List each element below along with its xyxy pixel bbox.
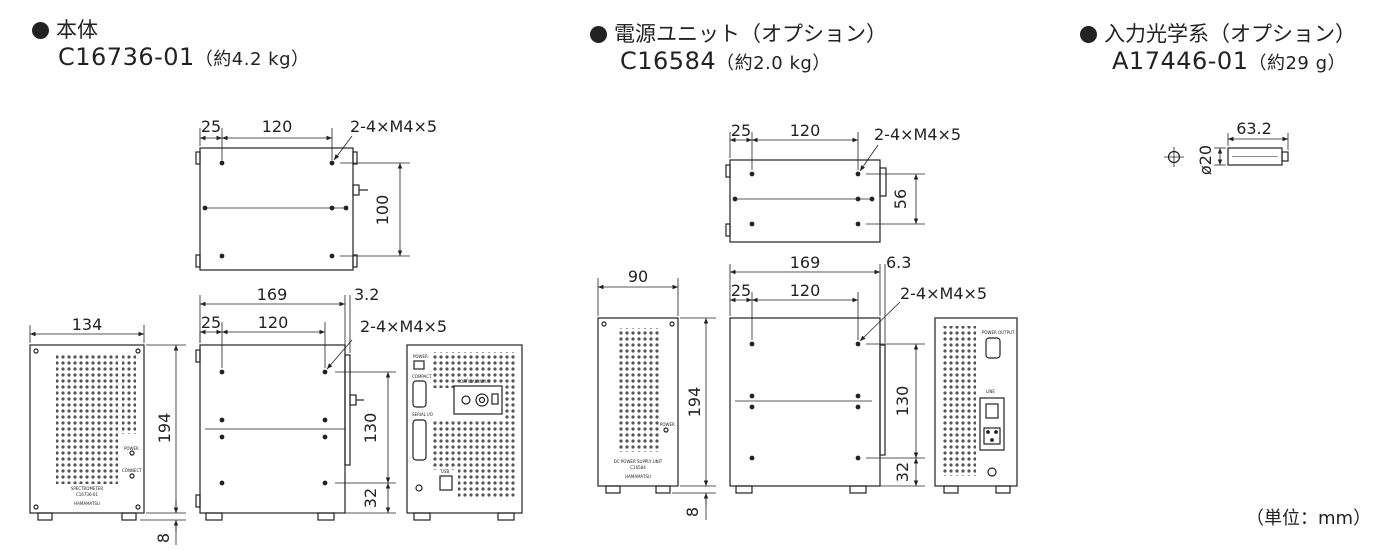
- dim-main-top-screw: 2-4×M4×5: [350, 117, 437, 136]
- label-main-rear-power: POWER: [413, 354, 428, 359]
- header-optics-unit: 入力光学系（オプション） A17446-01（約29 g）: [1080, 22, 1356, 76]
- label-main-power: POWER: [124, 446, 139, 451]
- dim-main-side-screw: 2-4×M4×5: [360, 317, 447, 336]
- dim-main-side-25: 25: [201, 313, 221, 332]
- dim-pwr-front-8: 8: [683, 507, 702, 517]
- dim-pwr-front-90: 90: [628, 267, 648, 286]
- dim-pwr-side-25: 25: [731, 281, 751, 300]
- dim-main-top-25: 25: [201, 117, 221, 136]
- dim-main-side-32: 32: [361, 488, 380, 508]
- label-main-rear-usb: USB: [441, 469, 449, 474]
- dim-main-front-194: 194: [155, 413, 174, 444]
- dim-main-side-169: 169: [257, 285, 288, 304]
- bullet-icon: [1080, 26, 1097, 43]
- dim-main-front-134: 134: [72, 315, 103, 334]
- dim-opt-dia: ø20: [1196, 145, 1215, 175]
- heading-main: 本体: [56, 18, 98, 42]
- main-top-view: [195, 128, 410, 271]
- header-power-unit: 電源ユニット（オプション） C16584（約2.0 kg）: [590, 22, 887, 76]
- header-main-unit: 本体 C16736-01（約4.2 kg）: [32, 18, 310, 72]
- label-main-rear-serial: SERIAL I/O: [412, 412, 433, 417]
- label-pwr-rear-line: LINE: [986, 389, 995, 394]
- optics-drawing: [1164, 133, 1289, 167]
- label-pwr-brand2: C16584: [630, 465, 646, 470]
- power-side-view: [729, 264, 925, 494]
- weight-optics: （約29 g）: [1248, 53, 1347, 75]
- dim-pwr-front-194: 194: [685, 387, 704, 418]
- dim-pwr-side-6-3: 6.3: [886, 253, 911, 272]
- dim-pwr-side-130: 130: [893, 386, 912, 417]
- dim-main-side-130: 130: [361, 413, 380, 444]
- dim-pwr-top-screw: 2-4×M4×5: [874, 125, 961, 144]
- label-main-brand2: C16736-01: [76, 492, 99, 497]
- power-top-view: [725, 132, 925, 243]
- weight-power: （約2.0 kg）: [716, 53, 831, 75]
- label-pwr-rear-output: POWER OUTPUT: [982, 330, 1015, 335]
- power-front-view: [597, 278, 716, 520]
- dim-main-top-100: 100: [373, 195, 392, 226]
- dim-pwr-side-120: 120: [790, 281, 821, 300]
- label-main-logo: HAMAMATSU: [74, 501, 100, 506]
- dim-pwr-side-32: 32: [893, 462, 912, 482]
- label-pwr-logo: HAMAMATSU: [625, 474, 651, 479]
- dim-pwr-top-25: 25: [731, 121, 751, 140]
- heading-power: 電源ユニット（オプション）: [614, 22, 887, 46]
- main-front-view: [29, 325, 186, 545]
- unit-note: （単位：mm）: [1246, 508, 1372, 529]
- label-main-rear-compact: COMPACT: [412, 374, 432, 379]
- model-power: C16584: [620, 47, 717, 76]
- model-optics: A17446-01: [1112, 47, 1249, 76]
- bullet-icon: [32, 22, 49, 39]
- main-side-view: [195, 295, 396, 521]
- dim-main-side-3-2: 3.2: [354, 285, 379, 304]
- dim-pwr-top-120: 120: [790, 121, 821, 140]
- dim-main-front-8: 8: [154, 533, 173, 543]
- heading-optics: 入力光学系（オプション）: [1104, 22, 1356, 46]
- bullet-icon: [590, 26, 607, 43]
- dim-main-top-120: 120: [262, 117, 293, 136]
- dim-opt-63-2: 63.2: [1236, 119, 1272, 138]
- label-pwr-brand1: DC POWER SUPPLY UNIT: [614, 459, 663, 464]
- dim-main-side-120: 120: [258, 313, 289, 332]
- label-main-connect: CONNECT: [122, 468, 142, 473]
- label-main-rear-input: OPTICAL INPUT: [460, 379, 491, 384]
- label-main-brand1: SPECTROMETER: [71, 486, 104, 491]
- model-main: C16736-01: [58, 43, 195, 72]
- main-rear-view: [406, 344, 523, 521]
- dim-pwr-top-56: 56: [891, 189, 910, 209]
- dim-pwr-side-screw: 2-4×M4×5: [900, 284, 987, 303]
- label-pwr-power: POWER: [660, 422, 675, 427]
- weight-main: （約4.2 kg）: [194, 49, 310, 71]
- power-rear-view: [934, 317, 1018, 494]
- dim-pwr-side-169: 169: [790, 253, 821, 272]
